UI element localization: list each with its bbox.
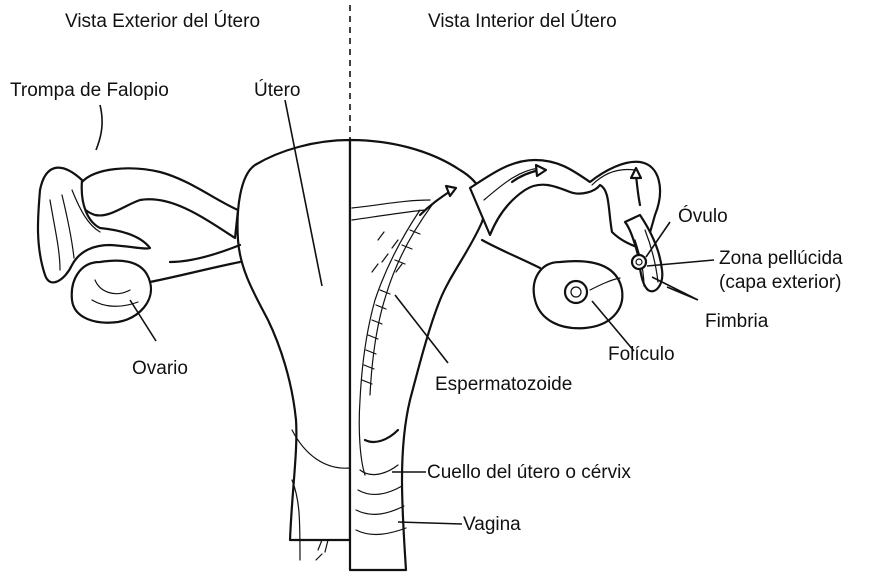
label-ovulo: Óvulo bbox=[678, 205, 728, 227]
label-capa-exterior: (capa exterior) bbox=[719, 272, 842, 293]
heading-exterior: Vista Exterior del Útero bbox=[65, 10, 260, 32]
label-espermatozoide: Espermatozoide bbox=[435, 374, 572, 395]
label-fimbria: Fimbria bbox=[705, 311, 769, 332]
label-ovario: Ovario bbox=[132, 358, 188, 379]
label-vagina: Vagina bbox=[463, 514, 521, 535]
label-trompa: Trompa de Falopio bbox=[10, 80, 169, 101]
label-zona-pellucida: Zona pellúcida bbox=[719, 248, 843, 269]
label-foliculo: Folículo bbox=[608, 344, 675, 365]
label-cuello: Cuello del útero o cérvix bbox=[427, 462, 631, 483]
uterus-exterior bbox=[38, 140, 350, 560]
heading-interior: Vista Interior del Útero bbox=[428, 10, 617, 32]
label-utero: Útero bbox=[254, 79, 300, 101]
